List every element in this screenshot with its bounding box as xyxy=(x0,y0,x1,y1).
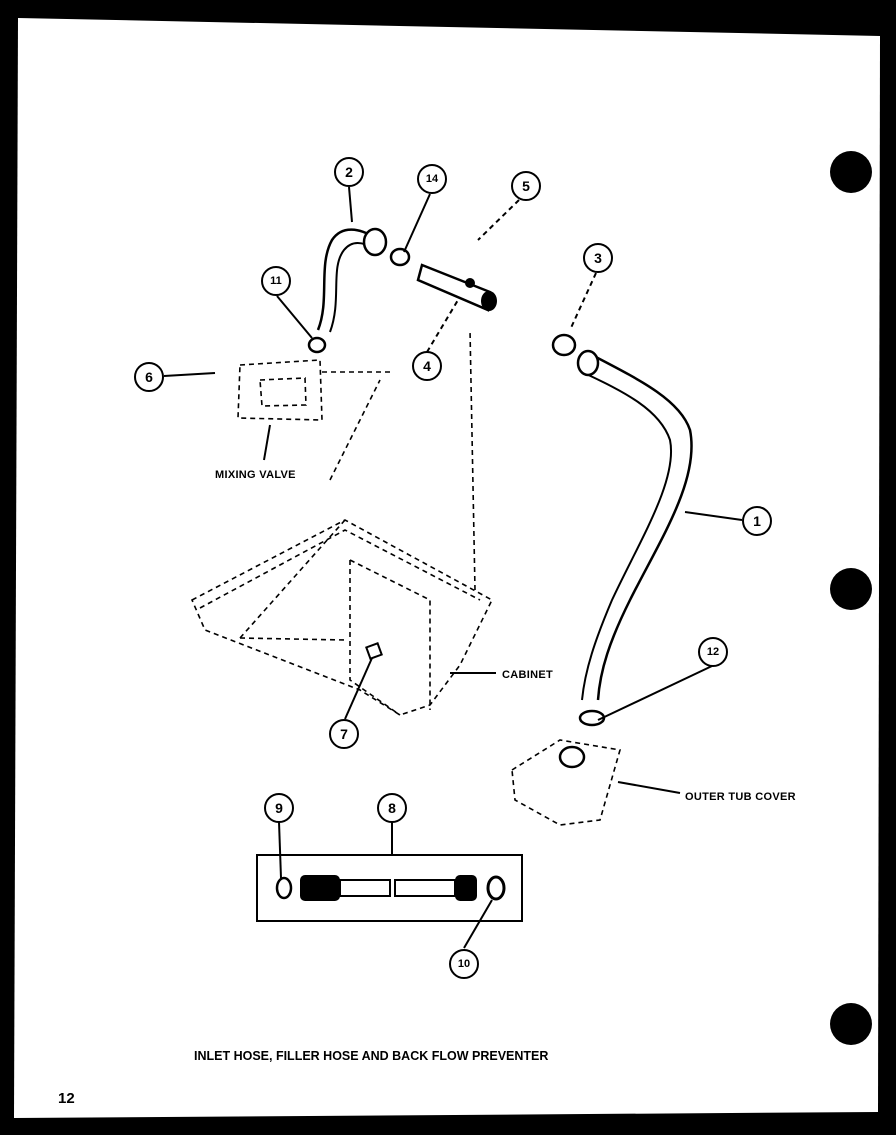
svg-text:1: 1 xyxy=(753,513,761,529)
back-flow-preventer-outlet xyxy=(481,291,497,311)
hose-coupling-left xyxy=(300,875,340,901)
callout-7: 7 xyxy=(329,719,359,749)
label-cabinet: CABINET xyxy=(502,669,553,681)
svg-text:9: 9 xyxy=(275,800,283,816)
hose-clamp-11 xyxy=(307,336,327,354)
hose-clamp-14 xyxy=(389,247,411,267)
svg-text:7: 7 xyxy=(340,726,348,742)
washer-9 xyxy=(275,876,293,900)
svg-text:3: 3 xyxy=(594,250,602,266)
screen-washer-10 xyxy=(486,875,506,901)
callout-6: 6 xyxy=(134,362,164,392)
hose-1-top-end xyxy=(576,349,600,377)
callout-12: 12 xyxy=(698,637,728,667)
leader-lines xyxy=(163,186,743,949)
callout-5: 5 xyxy=(511,171,541,201)
svg-text:2: 2 xyxy=(345,164,353,180)
page-number: 12 xyxy=(58,1090,75,1107)
hose-clamp-3 xyxy=(551,333,577,357)
cabinet xyxy=(190,329,494,716)
filler-hose-end xyxy=(362,227,388,257)
back-flow-preventer-port xyxy=(465,278,475,288)
callout-8: 8 xyxy=(377,793,407,823)
binder-hole-middle xyxy=(830,568,872,610)
mixing-valve xyxy=(237,359,392,421)
binder-hole-bottom xyxy=(830,1003,872,1045)
label-outer-tub-cover: OUTER TUB COVER xyxy=(685,791,796,803)
hose-coupling-right xyxy=(455,875,477,901)
svg-text:12: 12 xyxy=(707,646,719,658)
hose-1 xyxy=(591,353,693,701)
callout-10: 10 xyxy=(449,949,479,979)
svg-text:5: 5 xyxy=(522,178,530,194)
outer-tub-cover xyxy=(511,739,622,826)
callout-11: 11 xyxy=(261,266,291,296)
svg-text:8: 8 xyxy=(388,800,396,816)
paper-sheet xyxy=(14,18,880,1118)
label-mixing-valve: MIXING VALVE xyxy=(215,469,296,481)
callout-14: 14 xyxy=(417,164,447,194)
callout-1: 1 xyxy=(742,506,772,536)
callout-2: 2 xyxy=(334,157,364,187)
svg-text:4: 4 xyxy=(423,358,431,374)
binder-hole-top xyxy=(830,151,872,193)
callout-3: 3 xyxy=(583,243,613,273)
cabinet-part-7 xyxy=(365,642,383,660)
filler-hose xyxy=(316,228,376,331)
svg-text:6: 6 xyxy=(145,369,153,385)
svg-text:10: 10 xyxy=(458,958,470,970)
svg-text:14: 14 xyxy=(426,173,439,185)
diagram-title: INLET HOSE, FILLER HOSE AND BACK FLOW PR… xyxy=(194,1049,548,1063)
inlet-hose-box xyxy=(256,854,523,922)
callout-4: 4 xyxy=(412,351,442,381)
svg-text:11: 11 xyxy=(270,275,282,287)
hose-1-edge xyxy=(581,371,673,701)
callout-9: 9 xyxy=(264,793,294,823)
